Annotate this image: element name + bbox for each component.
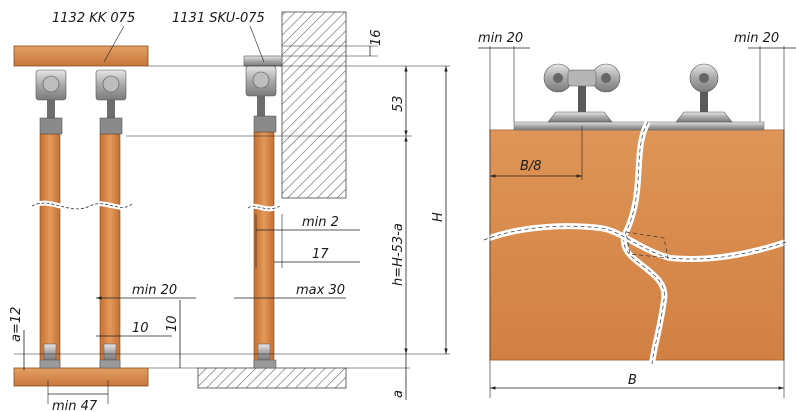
dim-min47-label: min 47 [52, 399, 98, 412]
door-panel-1 [39, 133, 61, 369]
top-rail-board [13, 45, 149, 67]
roller-carriage-3 [245, 65, 277, 133]
part-label-sku: 1131 SKU-075 [172, 11, 265, 26]
dim-B-label: B [628, 373, 637, 388]
bottom-floor-board [13, 367, 149, 387]
dim-H-label: H [431, 212, 446, 222]
dim-10-vertical-label: 10 [165, 315, 180, 332]
dim-a12-label: a=12 [9, 307, 24, 342]
carriage-plate-right [675, 111, 733, 123]
dim-min2-label: min 2 [302, 215, 339, 230]
bottom-guide-1 [39, 343, 61, 369]
dim-h-formula-label: h=H-53-a [391, 223, 406, 286]
dim-min20-label: min 20 [132, 283, 177, 298]
roller-carriage-1 [35, 69, 67, 135]
leader-sku [249, 25, 265, 63]
dim-b8-label: B/8 [520, 159, 542, 174]
part-label-kk: 1132 KK 075 [52, 11, 135, 26]
dim-53-label: 53 [391, 95, 406, 112]
bottom-guide-2 [99, 343, 121, 369]
dim-17-label: 17 [312, 247, 329, 262]
door-top-profile [513, 121, 765, 131]
door-panel-2 [99, 133, 121, 369]
carriage-plate-left [547, 111, 613, 123]
door-panel-3 [253, 131, 275, 369]
roller-wheel-pair [543, 63, 621, 112]
dim-max30-label: max 30 [296, 283, 345, 298]
floor-hatched-section [197, 367, 347, 389]
dim-10-horizontal-label: 10 [132, 321, 149, 336]
wall-mount-profile [243, 55, 283, 67]
bottom-guide-3 [253, 343, 277, 369]
right-front-view: min 20 min 20 B/8 B [478, 31, 796, 398]
dim-16-label: 16 [369, 29, 384, 46]
left-section-view: 1132 KK 075 1131 SKU-075 16 53 h=H-53-a … [9, 11, 450, 412]
wall-hatched-section [281, 11, 347, 199]
dim-min20-right-label: min 20 [734, 31, 779, 46]
roller-wheel-single [689, 63, 719, 112]
dim-min20-left-label: min 20 [478, 31, 523, 46]
leader-kk [103, 25, 125, 63]
roller-carriage-2 [95, 69, 127, 135]
dim-a-label: a [391, 390, 406, 398]
